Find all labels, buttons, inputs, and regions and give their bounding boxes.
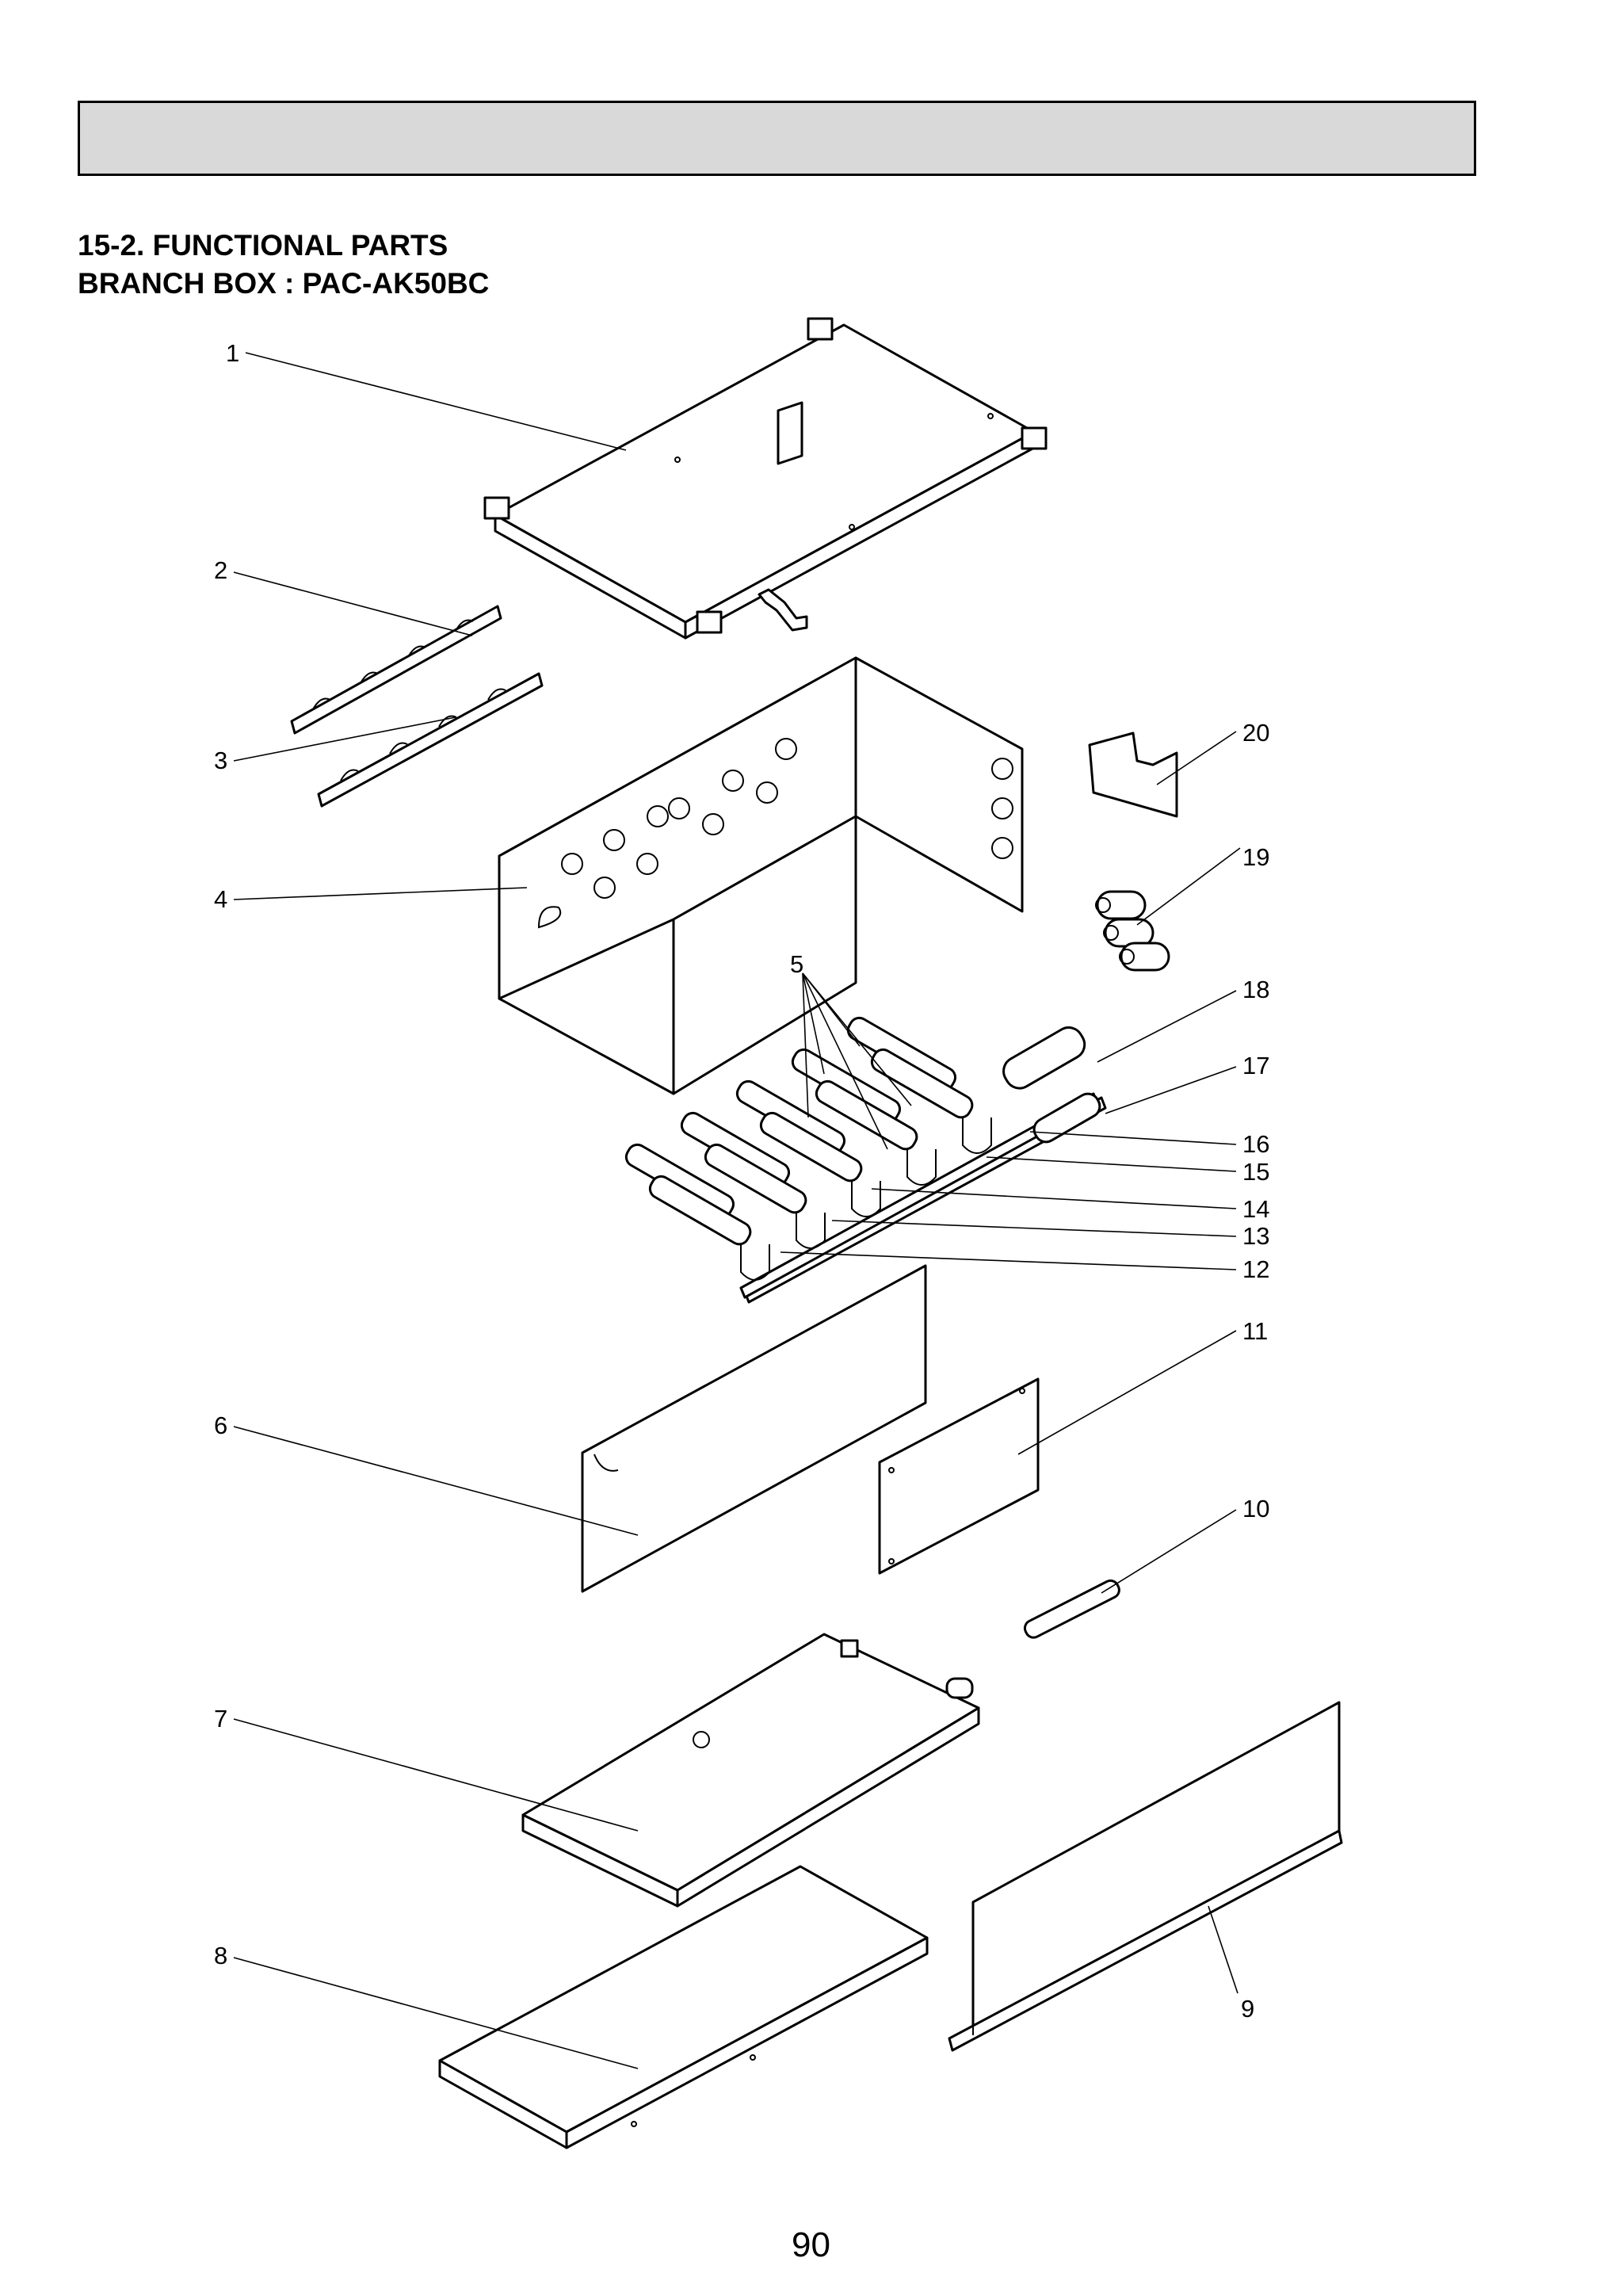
callout-19: 19 [1242, 843, 1269, 871]
callout-1: 1 [226, 339, 239, 367]
callout-8: 8 [214, 1942, 227, 1969]
callout-14: 14 [1242, 1195, 1269, 1223]
part-19-sleeves [1095, 890, 1170, 972]
part-8-bottom-cover [438, 1865, 929, 2149]
callout-17: 17 [1242, 1052, 1269, 1079]
part-6-front-panel [581, 1264, 927, 1593]
part-4-box-housing [498, 656, 1024, 1095]
callout-16: 16 [1242, 1130, 1269, 1158]
callout-7: 7 [214, 1705, 227, 1733]
callout-11: 11 [1242, 1317, 1268, 1345]
callout-10: 10 [1242, 1495, 1269, 1522]
part-1-top-plate [483, 317, 1048, 640]
callout-labels: 1 2 3 4 5 6 7 8 9 10 11 12 13 14 15 16 1… [214, 339, 1269, 2023]
callout-6: 6 [214, 1412, 227, 1439]
callout-13: 13 [1242, 1222, 1269, 1250]
header-bar [78, 101, 1476, 176]
part-5-branch-pipe-assembly [624, 1016, 1107, 1304]
part-11-cover-plate [878, 1377, 1040, 1575]
page-number: 90 [792, 2225, 830, 2264]
callout-2: 2 [214, 556, 227, 584]
leader-lines [233, 352, 1241, 2069]
part-20-bracket [1088, 732, 1178, 818]
part-9-side-panel [948, 1701, 1343, 2052]
part-2-clamp-bar [290, 605, 502, 735]
section-title: 15-2. FUNCTIONAL PARTS [78, 229, 448, 262]
callout-15: 15 [1242, 1158, 1269, 1186]
callout-12: 12 [1242, 1255, 1269, 1283]
callout-3: 3 [214, 747, 227, 774]
callout-9: 9 [1241, 1995, 1254, 2023]
part-10-flex-hose [1023, 1579, 1120, 1639]
model-title: BRANCH BOX : PAC-AK50BC [78, 267, 490, 300]
callout-5: 5 [790, 950, 803, 978]
part-3-clamp-bar [317, 672, 544, 808]
part-7-base-tray [521, 1633, 980, 1908]
callout-4: 4 [214, 885, 227, 913]
callout-18: 18 [1242, 976, 1269, 1003]
callout-20: 20 [1242, 719, 1269, 747]
